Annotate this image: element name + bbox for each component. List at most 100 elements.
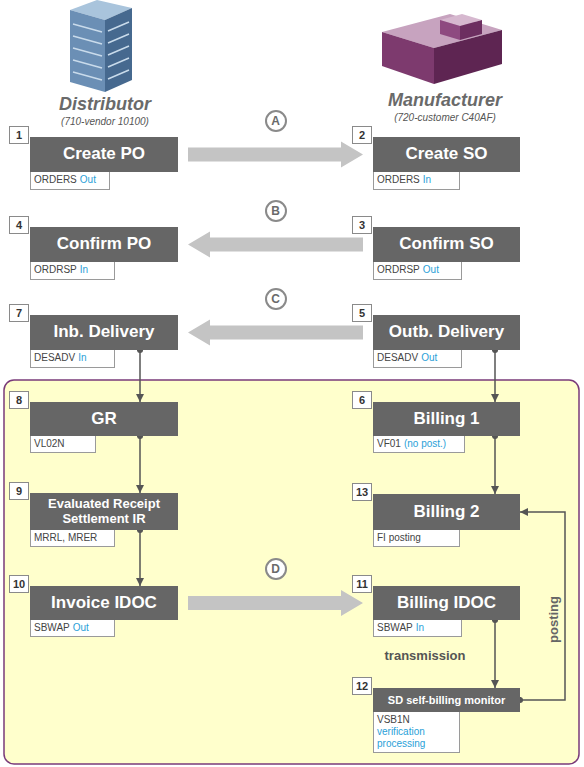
factory-upper-side [460,20,482,40]
transaction-code: VF01 [377,438,401,449]
transaction-code: MRRL, MRER [34,532,97,543]
step-number: 9 [9,482,29,500]
step-number: 6 [352,391,372,409]
step-title: Inb. Delivery [30,315,178,350]
transaction-code: ORDERS [377,174,420,185]
transaction-box: VL02N [30,436,96,453]
transaction-code: FI posting [377,532,421,543]
transaction-code: ORDRSP [377,264,420,275]
transaction-note: In [78,352,86,363]
step-number: 4 [9,216,29,234]
process-box: 7Inb. DeliveryDESADVIn [30,315,178,350]
transaction-code: VSB1N [377,714,456,726]
transaction-code: ORDRSP [34,264,77,275]
factory-upper-front [440,20,460,40]
process-link [139,530,141,586]
step-title: Billing 2 [373,494,520,530]
process-box: 11Billing IDOCSBWAPIn [373,586,520,620]
transaction-note: Out [80,174,96,185]
flow-arrow [188,142,363,168]
transaction-box: VF01(no post.) [373,436,465,453]
step-letter: C [265,288,287,310]
step-number: 7 [9,304,29,322]
step-number: 8 [9,391,29,409]
process-box: 4Confirm POORDRSPIn [30,227,178,262]
transaction-box: FI posting [373,530,460,547]
factory-front [382,32,434,84]
step-title: Confirm PO [30,227,178,262]
transaction-box: MRRL, MRER [30,530,115,547]
transaction-code: ORDERS [34,174,77,185]
step-number: 10 [9,575,29,593]
building-caption: Manufacturer [345,90,545,111]
process-box: 13Billing 2FI posting [373,494,520,530]
process-link [494,436,496,494]
process-box: 3Confirm SOORDRSPOut [373,227,520,262]
process-box: 1Create POORDERSOut [30,137,178,172]
process-link [139,436,141,493]
step-number: 13 [352,483,372,501]
step-title: Create PO [30,137,178,172]
process-link [494,350,496,402]
process-box: 12SD self-billing monitorVSB1Nverificati… [373,688,520,712]
transaction-note: (no post.) [404,438,446,449]
transaction-note: verification processing [377,726,456,750]
transaction-box: SBWAPOut [30,620,115,637]
transaction-box: SBWAPIn [373,620,462,637]
process-box: 6Billing 1VF01(no post.) [373,402,520,436]
step-title: Billing IDOC [373,586,520,620]
transaction-code: SBWAP [377,622,413,633]
step-title: Outb. Delivery [373,315,520,350]
step-title: Create SO [373,137,520,172]
flow-arrow [188,232,363,258]
step-number: 1 [9,126,29,144]
transaction-box: ORDRSPOut [373,262,462,280]
transaction-code: DESADV [377,352,418,363]
transaction-box: ORDRSPIn [30,262,115,280]
building-subcaption: (710-vendor 10100) [5,116,205,127]
transaction-box: ORDERSOut [30,172,110,190]
transaction-note: In [423,174,431,185]
step-title: GR [30,402,178,436]
flow-note: posting [546,520,561,720]
building-caption: Distributor [5,94,205,115]
process-box: 8GRVL02N [30,402,178,436]
process-link [494,620,496,688]
step-number: 5 [352,304,372,322]
factory-side [434,30,502,84]
step-title: Billing 1 [373,402,520,436]
building-subcaption: (720-customer C40AF) [345,112,545,123]
step-letter: B [265,200,287,222]
transaction-note: In [80,264,88,275]
step-number: 11 [352,575,372,593]
flow-arrow [188,590,363,616]
step-number: 2 [352,126,372,144]
step-title: Confirm SO [373,227,520,262]
step-title: Evaluated Receipt Settlement IR [30,493,178,530]
transaction-code: DESADV [34,352,75,363]
step-title: SD self-billing monitor [373,688,520,712]
transaction-box: VSB1Nverification processing [373,712,460,753]
transaction-box: DESADVIn [30,350,115,368]
building-windows [73,22,129,80]
process-box: 2Create SOORDERSIn [373,137,520,172]
highlight-panel [4,380,579,764]
flow-arrow [188,320,363,346]
transaction-box: DESADVOut [373,350,462,368]
transaction-box: ORDERSIn [373,172,460,190]
transaction-code: SBWAP [34,622,70,633]
process-box: 5Outb. DeliveryDESADVOut [373,315,520,350]
transaction-note: In [416,622,424,633]
step-letter: D [265,558,287,580]
transaction-note: Out [421,352,437,363]
process-box: 10Invoice IDOCSBWAPOut [30,586,178,620]
process-link [139,350,141,402]
transaction-code: VL02N [34,438,65,449]
distributor-building [70,0,132,92]
step-number: 12 [352,677,372,695]
step-letter: A [265,110,287,132]
step-title: Invoice IDOC [30,586,178,620]
transaction-note: Out [73,622,89,633]
